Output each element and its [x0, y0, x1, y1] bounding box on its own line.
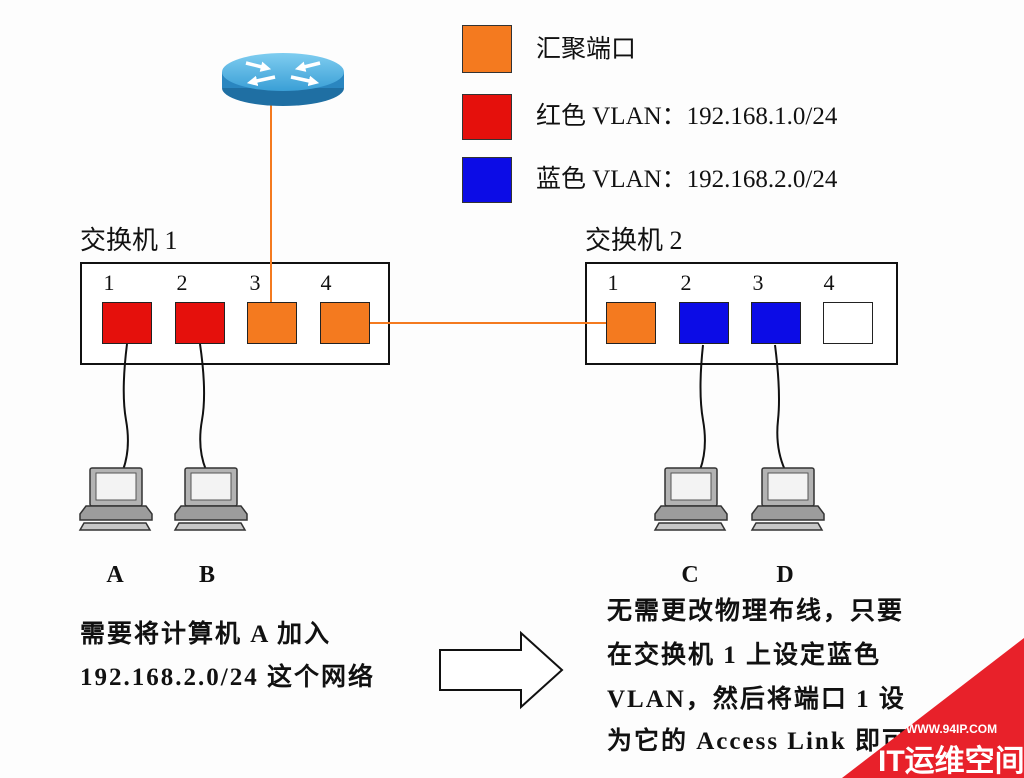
switch-1-port-4-number: 4 — [320, 270, 332, 295]
computer-d-icon — [751, 467, 825, 531]
legend-label-red-vlan: 红色 VLAN：192.168.1.0/24 — [536, 103, 838, 130]
right-note-line-2: 在交换机 1 上设定蓝色 — [607, 642, 882, 669]
legend-label-blue-vlan: 蓝色 VLAN：192.168.2.0/24 — [536, 166, 838, 193]
switch-2-port-1-number: 1 — [607, 270, 619, 295]
watermark-url: WWW.94IP.COM — [906, 722, 997, 736]
switch-2-port-2 — [679, 302, 729, 344]
left-note-line-1: 需要将计算机 A 加入 — [80, 621, 332, 648]
switch-2-port-2-number: 2 — [680, 270, 692, 295]
switch-1-label: 交换机 1 — [80, 226, 178, 255]
computer-b-icon — [174, 467, 248, 531]
switch-2-port-4-number: 4 — [823, 270, 835, 295]
legend-swatch-blue-vlan — [462, 157, 512, 203]
right-note-line-1: 无需更改物理布线，只要 — [607, 598, 905, 625]
right-note-line-3: VLAN，然后将端口 1 设 — [607, 686, 906, 713]
hollow-right-arrow-icon — [439, 630, 564, 710]
legend-label-trunk-port: 汇聚端口 — [536, 36, 637, 63]
legend-swatch-trunk-port — [462, 25, 512, 73]
right-note-line-4: 为它的 Access Link 即可 — [607, 728, 909, 755]
computer-b-label: B — [198, 562, 215, 588]
switch-1-port-3-number: 3 — [249, 270, 261, 295]
switch-1-port-2-number: 2 — [176, 270, 188, 295]
switch-1-port-3 — [247, 302, 297, 344]
switch-2-port-3 — [751, 302, 801, 344]
computer-a-icon — [79, 467, 153, 531]
switch-1-port-2 — [175, 302, 225, 344]
computer-a-label: A — [106, 562, 124, 588]
computer-c-label: C — [681, 562, 699, 588]
switch-2-port-1 — [606, 302, 656, 344]
router-icon — [222, 53, 344, 106]
left-note-line-2: 192.168.2.0/24 这个网络 — [80, 664, 375, 691]
switch-1-port-4 — [320, 302, 370, 344]
switch-2-port-3-number: 3 — [752, 270, 764, 295]
switch-2-label: 交换机 2 — [585, 226, 683, 255]
computer-c-icon — [654, 467, 728, 531]
switch-1-port-1 — [102, 302, 152, 344]
legend-swatch-red-vlan — [462, 94, 512, 140]
switch-2-port-4 — [823, 302, 873, 344]
computer-d-label: D — [776, 562, 794, 588]
switch-1-port-1-number: 1 — [103, 270, 115, 295]
